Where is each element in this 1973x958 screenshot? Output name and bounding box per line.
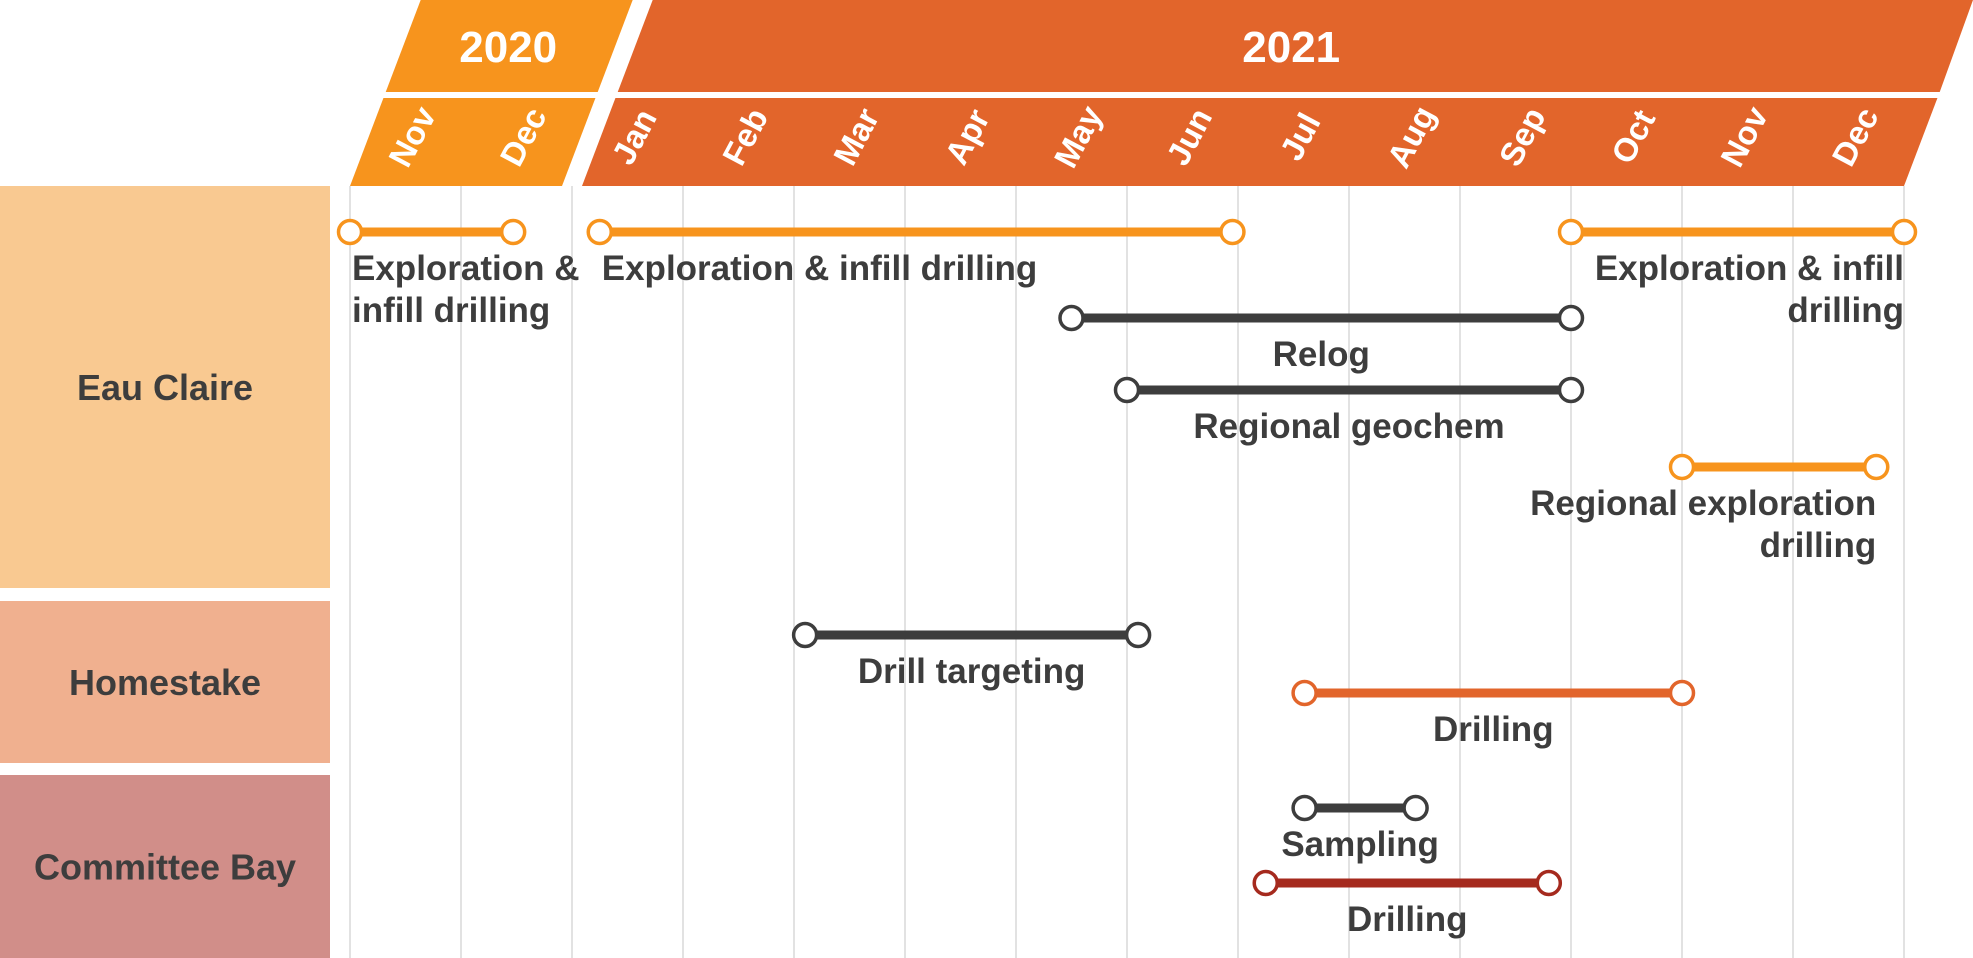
task-endpoint (336, 218, 364, 246)
task: Regional geochem (1113, 376, 1585, 446)
task-label: Regional exploration (1530, 484, 1876, 523)
task-label: Exploration & infill drilling (602, 249, 1038, 288)
task: Exploration & infill drilling (586, 218, 1246, 288)
task-endpoint (1668, 679, 1696, 707)
task-label: drilling (1787, 291, 1904, 330)
task-label: Relog (1273, 335, 1370, 374)
task-bars: Exploration &infill drillingExploration … (336, 218, 1918, 939)
task-endpoint (1124, 621, 1152, 649)
task-endpoint (1291, 679, 1318, 707)
task-endpoint (1535, 869, 1563, 897)
task-endpoint (1557, 304, 1585, 332)
month-band-2020 (350, 98, 596, 186)
task-label: Drilling (1433, 710, 1554, 749)
task-endpoint (1058, 304, 1085, 332)
year-band-2020 (385, 0, 633, 92)
task-label: Drill targeting (858, 652, 1086, 691)
task-label: infill drilling (352, 291, 550, 330)
task-label: drilling (1760, 526, 1877, 565)
task-endpoint (1557, 376, 1585, 404)
task: Drilling (1291, 679, 1696, 749)
task-label: Exploration & infill (1595, 249, 1904, 288)
project-row-band (0, 601, 330, 763)
task: Relog (1058, 304, 1585, 374)
task-label: Regional geochem (1193, 407, 1504, 446)
task-label: Sampling (1281, 825, 1439, 864)
project-label: Committee Bay (34, 847, 296, 888)
task-endpoint (1402, 794, 1429, 822)
task-label: Drilling (1347, 900, 1468, 939)
task-endpoint (1668, 453, 1696, 481)
task-endpoint (1113, 376, 1141, 404)
task-endpoint (1252, 869, 1279, 897)
task-endpoint (499, 218, 527, 246)
task: Sampling (1281, 794, 1439, 864)
month-gridlines (349, 186, 1905, 958)
task: Drilling (1252, 869, 1563, 939)
task-endpoint (1219, 218, 1246, 246)
project-row-band (0, 186, 330, 588)
task-label: Exploration & (352, 249, 580, 288)
task-endpoint (791, 621, 819, 649)
task-endpoint (1863, 453, 1890, 481)
year-band-2021 (617, 0, 1973, 92)
project-label: Homestake (69, 662, 261, 703)
task-endpoint (1557, 218, 1585, 246)
task-endpoint (1291, 794, 1318, 822)
year-label: 2020 (459, 23, 557, 72)
task-endpoint (1890, 218, 1918, 246)
task: Exploration &infill drilling (336, 218, 580, 330)
project-row-band (0, 775, 330, 958)
year-label: 2021 (1242, 23, 1340, 72)
task: Drill targeting (791, 621, 1152, 691)
month-band-2021 (582, 98, 1938, 186)
project-label: Eau Claire (77, 367, 253, 408)
task-endpoint (586, 218, 613, 246)
